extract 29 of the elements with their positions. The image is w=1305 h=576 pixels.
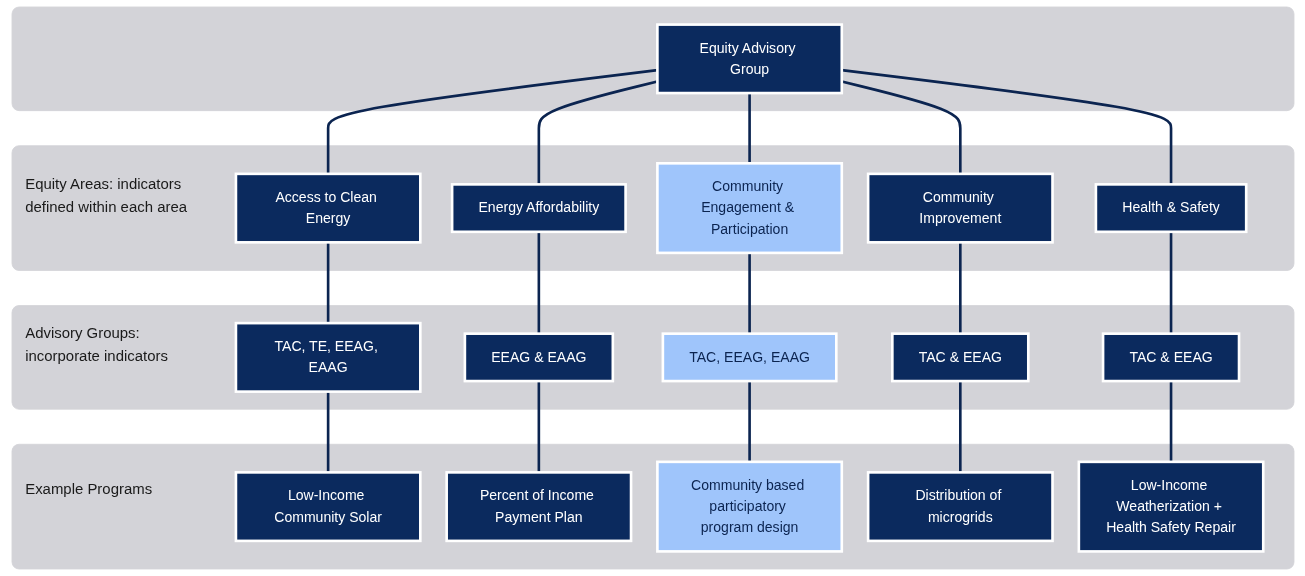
- node-box: EEAG & EAAG: [463, 332, 614, 383]
- node-box: TAC, EEAG, EAAG: [661, 332, 838, 383]
- connector: [326, 242, 329, 324]
- connector: [1169, 381, 1172, 462]
- node-box: Low-Income Weatherization + Health Safety Repair: [1077, 460, 1265, 553]
- node-box: TAC, TE, EEAG, EAAG: [234, 321, 422, 393]
- node-box: Community based participatory program design: [655, 460, 843, 553]
- connector: [747, 93, 751, 164]
- node-box: Distribution of microgrids: [866, 471, 1054, 543]
- connector: [958, 242, 962, 334]
- node-box: Equity Advisory Group: [655, 23, 843, 95]
- connector: [537, 381, 540, 473]
- node-box: Health & Safety: [1094, 183, 1247, 234]
- connector: [747, 381, 751, 462]
- node-box: Access to Clean Energy: [234, 172, 422, 244]
- node-box: Low-Income Community Solar: [234, 471, 422, 543]
- node-box: TAC & EEAG: [890, 332, 1030, 383]
- node-box: Energy Affordability: [450, 183, 627, 234]
- connector: [841, 68, 1172, 185]
- node-box: Percent of Income Payment Plan: [444, 471, 632, 543]
- node-box: Community Improvement: [866, 172, 1054, 244]
- connector: [537, 231, 540, 334]
- connector: [326, 391, 329, 473]
- cluster: [11, 6, 1294, 112]
- connector: [1169, 231, 1172, 334]
- node-box: TAC & EEAG: [1101, 332, 1240, 383]
- node-box: Community Engagement & Participation: [655, 162, 843, 255]
- connector: [958, 381, 962, 473]
- connector: [747, 252, 751, 334]
